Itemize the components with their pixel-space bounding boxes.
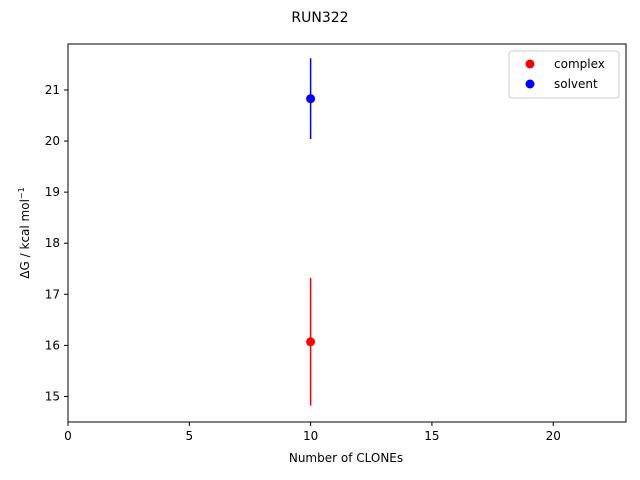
y-axis: 15 16 17 18 19 20 21 [45,83,68,403]
y-axis-label: ΔG / kcal mol−1 [17,187,32,278]
y-tick-label: 19 [45,185,60,199]
y-tick-label: 18 [45,236,60,250]
y-axis-label-superscript: −1 [17,187,26,199]
legend-label-complex: complex [554,57,605,71]
x-tick-label: 5 [185,429,193,443]
x-tick-label: 0 [64,429,72,443]
y-tick-label: 20 [45,134,60,148]
complex-point [306,337,316,347]
x-tick-label: 15 [424,429,439,443]
solvent-point [306,94,316,104]
chart-title: RUN322 [291,10,348,26]
y-tick-label: 21 [45,83,60,97]
x-axis: 0 5 10 15 20 [64,422,561,443]
x-tick-label: 10 [303,429,318,443]
legend-marker-solvent [525,79,535,89]
y-tick-label: 16 [45,338,60,352]
axes-frame [67,43,627,423]
y-axis-label-main: ΔG / kcal mol [18,199,32,279]
x-axis-label: Number of CLONEs [289,451,403,465]
plot-area [67,43,627,423]
legend-box [508,50,620,99]
legend-label-solvent: solvent [554,77,598,91]
legend: complex solvent [508,50,620,99]
y-tick-label: 15 [45,389,60,403]
legend-marker-complex [525,59,535,69]
y-tick-label: 17 [45,287,60,301]
x-tick-label: 20 [546,429,561,443]
